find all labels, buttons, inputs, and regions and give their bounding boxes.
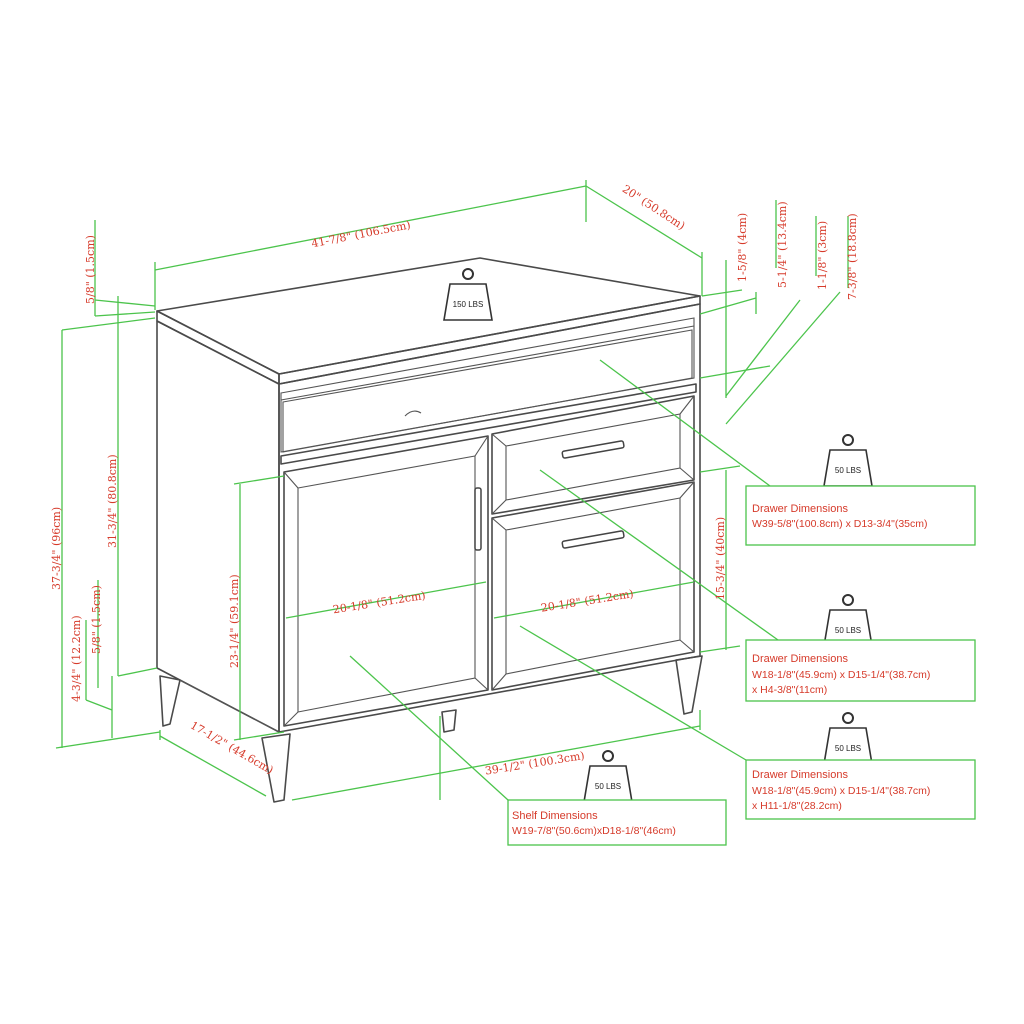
left-door [283, 435, 489, 727]
dim-door-height: 23-1/4" (59.1cm) [228, 574, 241, 668]
dim-overall-height: 37-3/4" (96cm) [50, 507, 63, 590]
weight-icon-shelf: 50 LBS [583, 750, 633, 803]
callout-drawer-1: Drawer Dimensions W39-5/8"(100.8cm) x D1… [745, 485, 976, 546]
dim-door-width-right: 20-1/8" (51.2cm) [540, 587, 635, 614]
small-drawer-handle [561, 440, 625, 459]
dim-top-depth: 20" (50.8cm) [620, 182, 688, 232]
wide-drawer [282, 329, 693, 453]
callout-shelf-title: Shelf Dimensions [512, 810, 598, 822]
leg-back-middle [441, 709, 457, 733]
callout-drawer-1-line1: W39-5/8"(100.8cm) x D13-3/4"(35cm) [752, 518, 928, 530]
middle-shelf-edge [280, 383, 697, 465]
weight-label-drawer-bottom: 50 LBS [835, 744, 861, 753]
dim-body-height: 31-3/4" (80.8cm) [106, 454, 119, 548]
callout-drawer-3: Drawer Dimensions W18-1/8"(45.9cm) x D15… [745, 759, 976, 820]
dimension-lines [55, 180, 849, 801]
leg-back-left [159, 675, 181, 727]
cabinet-top-surface [156, 257, 701, 375]
weight-label-shelf: 50 LBS [595, 782, 621, 791]
weight-icon-drawer-bottom: 50 LBS [823, 712, 873, 765]
leg-front-left [261, 733, 291, 803]
dim-leg-height: 4-3/4" (12.2cm) [70, 615, 83, 702]
weight-icon-top: 150 LBS [443, 268, 493, 321]
leg-front-right [675, 655, 703, 715]
dim-1-5-8: 1-5/8" (4cm) [736, 213, 749, 282]
dim-right-height: 15-3/4" (40cm) [714, 517, 727, 600]
callout-drawer-2: Drawer Dimensions W18-1/8"(45.9cm) x D15… [745, 639, 976, 702]
cabinet-top-front-edge [156, 310, 280, 385]
dim-1-1-8: 1-1/8" (3cm) [816, 221, 829, 290]
dim-7-3-8: 7-3/8" (18.8cm) [846, 213, 859, 300]
dim-top-width: 41-7/8" (106.5cm) [310, 218, 411, 250]
weight-label-drawer-mid: 50 LBS [835, 626, 861, 635]
callout-shelf: Shelf Dimensions W19-7/8"(50.6cm)xD18-1/… [507, 799, 727, 846]
weight-icon-drawer-top: 50 LBS [823, 434, 873, 487]
open-shelf-opening [280, 317, 695, 453]
left-door-panel [297, 455, 476, 713]
door-handle [474, 487, 482, 551]
weight-icon-drawer-mid: 50 LBS [823, 594, 873, 647]
dim-5-1-4: 5-1/4" (13.4cm) [776, 201, 789, 288]
large-drawer-handle [561, 530, 625, 549]
large-drawer [491, 481, 695, 691]
callout-drawer-2-line2: x H4-3/8"(11cm) [752, 684, 827, 696]
dimension-labels: 41-7/8" (106.5cm) 20" (50.8cm) 1-5/8" (4… [50, 182, 859, 777]
cabinet-front-frame [278, 303, 701, 733]
cabinet-drawing [156, 257, 703, 803]
dim-top-thickness: 5/8" (1.5cm) [84, 235, 97, 304]
dim-base-width: 39-1/2" (100.3cm) [484, 749, 585, 778]
dim-door-width-left: 20-1/8" (51.2cm) [332, 589, 427, 616]
weight-label-top: 150 LBS [453, 300, 484, 309]
large-drawer-panel [505, 497, 681, 675]
weight-label-drawer-top: 50 LBS [835, 466, 861, 475]
callout-shelf-line1: W19-7/8"(50.6cm)xD18-1/8"(46cm) [512, 825, 676, 837]
callout-drawer-3-line1: W18-1/8"(45.9cm) x D15-1/4"(38.7cm) [752, 785, 930, 797]
dim-bottom-thickness: 5/8" (1.5cm) [90, 585, 103, 654]
callout-drawer-2-line1: W18-1/8"(45.9cm) x D15-1/4"(38.7cm) [752, 669, 930, 681]
cabinet-left-side [156, 320, 280, 733]
callout-drawer-2-title: Drawer Dimensions [752, 653, 848, 665]
callout-drawer-3-line2: x H11-1/8"(28.2cm) [752, 800, 842, 812]
callout-drawer-1-title: Drawer Dimensions [752, 503, 848, 515]
callout-drawer-3-title: Drawer Dimensions [752, 769, 848, 781]
dim-base-depth: 17-1/2" (44.6cm) [188, 719, 276, 777]
